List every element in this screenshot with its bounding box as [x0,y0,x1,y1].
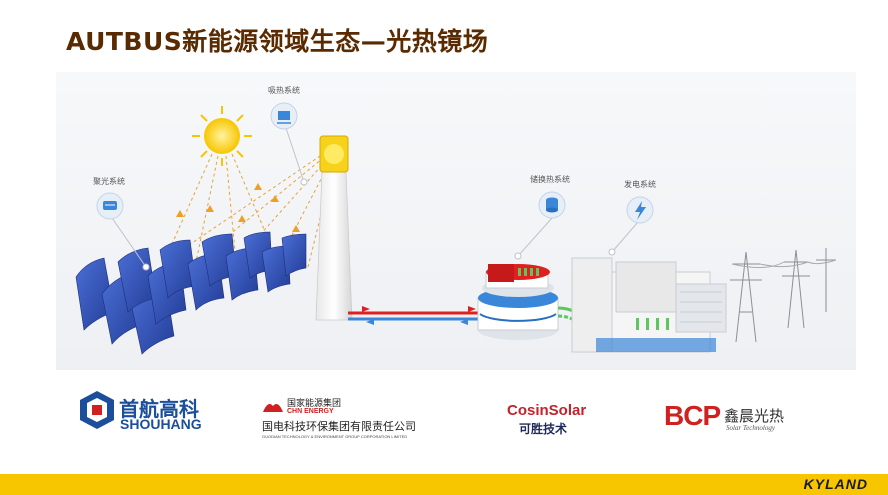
storage-tanks [477,264,588,340]
bcp-en: Solar Technology [726,424,775,432]
absorption-system-icon [270,102,298,130]
label-concentration-system: 聚光系统 [93,177,125,186]
shouhang-mark-icon [80,391,114,429]
footer-bar [0,474,888,495]
generation-system-icon [626,196,654,224]
footer-brand-logo: KYLAND [803,476,868,492]
label-absorption-system: 吸热系统 [268,86,300,95]
shouhang-cn: 首航高科 [119,397,199,421]
ray-arrows [176,183,300,232]
chn-energy-line1: 国家能源集团 [287,399,342,409]
heat-transfer-pipes [348,306,484,325]
storage-system-icon [538,191,566,219]
label-storage-system: 储换热系统 [530,175,570,184]
shouhang-en: SHOUHANG [120,416,202,432]
transmission-towers [730,248,837,343]
callout-lines [111,127,639,268]
bcp-mark: BCP [664,400,721,431]
label-generation-system: 发电系统 [624,180,656,189]
cosin-cn: 可胜技术 [519,422,568,436]
sun-icon [192,106,252,166]
csp-diagram: 聚光系统 吸热系统 储换热系统 发电系统 [56,72,856,370]
heliostat-field [75,231,307,355]
concentration-system-icon [96,192,124,220]
receiver-tower [315,135,353,321]
chn-energy-line4: GUODIAN TECHNOLOGY & ENVIRONMENT GROUP C… [262,434,408,439]
csp-diagram-svg [56,72,856,370]
cosin-en: CosinSolar [507,402,587,419]
chn-energy-line3: 国电科技环保集团有限责任公司 [262,420,416,433]
page-title: AUTBUS新能源领域生态—光热镜场 [66,27,489,56]
diagram-background [56,72,856,370]
chn-energy-line2: CHN ENERGY [287,408,334,415]
power-plant [571,257,727,353]
bcp-cn: 鑫晨光热 [724,407,785,425]
chn-energy-mark-icon [263,404,283,412]
callout-dots [142,178,616,271]
